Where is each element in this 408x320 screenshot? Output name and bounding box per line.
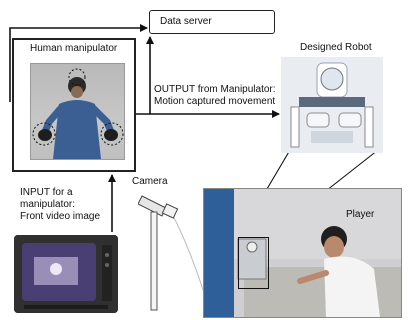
input-label-line1: INPUT for a [20, 187, 73, 198]
input-label-line2: manipulator: [20, 199, 76, 210]
camera-icon [138, 195, 179, 219]
player-scene-illustration [204, 189, 401, 317]
camera-label: Camera [132, 176, 168, 187]
robot-illustration [281, 57, 383, 153]
human-manipulator-label: Human manipulator [30, 43, 118, 54]
line-manipulator-to-server [9, 24, 148, 102]
monitor-screen-illustration [14, 235, 118, 313]
camera-on-stand [138, 195, 179, 311]
output-label-line2: Motion captured movement [154, 96, 276, 107]
robot-photo [281, 57, 383, 153]
output-label-line1: OUTPUT from Manipulator: [154, 84, 276, 95]
data-server-label: Data server [160, 16, 212, 27]
video-monitor [14, 235, 118, 313]
designed-robot-label: Designed Robot [300, 42, 372, 53]
player-label: Player [346, 209, 375, 220]
human-manipulator-photo [30, 63, 125, 160]
player-photo: Player [203, 188, 402, 318]
camera-stand [150, 211, 158, 311]
camera-cable [171, 213, 206, 297]
human-figure-illustration [32, 68, 124, 159]
robot-inset-highlight [238, 237, 269, 289]
input-label-line3: Front video image [20, 211, 101, 222]
data-server-box: Data server [149, 10, 275, 34]
